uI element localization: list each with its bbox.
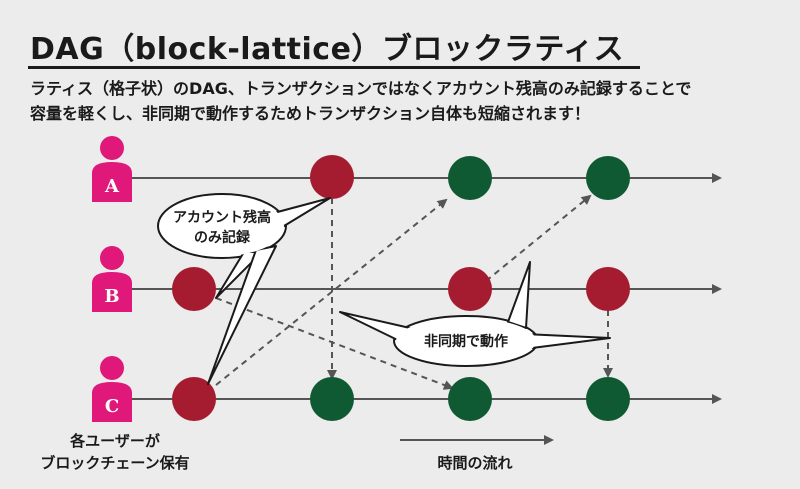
send-block: [448, 267, 492, 311]
description-line: 容量を軽くし、非同期で動作するためトランザクション自体も短縮されます！: [30, 104, 591, 123]
callout-balance-line-2: のみ記録: [194, 229, 251, 246]
account-label-b: B: [104, 286, 119, 307]
callout-balance-only: アカウント残高 のみ記録: [157, 193, 331, 385]
description: ラティス（格子状）のDAG、トランザクションではなくアカウント残高のみ記録するこ…: [30, 76, 750, 126]
description-line: ラティス（格子状）のDAG、トランザクションではなくアカウント残高のみ記録するこ…: [30, 79, 692, 98]
callout-async-text: 非同期で動作: [424, 333, 508, 350]
caption-each-user-line: ブロックチェーン保有: [40, 454, 190, 472]
receive-block: [448, 377, 492, 421]
receive-block: [586, 377, 630, 421]
caption-time-flow: 時間の流れ: [437, 454, 513, 472]
user-icon-b: [92, 246, 132, 312]
send-block: [586, 267, 630, 311]
callout-async: 非同期で動作: [339, 261, 611, 367]
send-block: [172, 377, 216, 421]
transfer-arrow: [215, 297, 454, 390]
callout-balance-line-1: アカウント残高: [173, 209, 271, 226]
receive-block: [310, 377, 354, 421]
transfer-arrow: [215, 198, 448, 386]
send-block: [310, 155, 354, 199]
user-icon-c: [92, 356, 132, 422]
user-icon-a: [92, 136, 132, 202]
title-underline: [28, 66, 640, 69]
caption-each-user-line: 各ユーザーが: [70, 432, 160, 450]
account-label-a: A: [104, 176, 120, 197]
account-label-c: C: [105, 396, 119, 417]
send-block: [172, 267, 216, 311]
caption-each-user: 各ユーザーが ブロックチェーン保有: [40, 430, 190, 474]
receive-block: [448, 156, 492, 200]
receive-block: [586, 156, 630, 200]
diagram-title: DAG（block-lattice）ブロックラティス: [30, 32, 625, 67]
transfer-arrow: [485, 194, 592, 282]
